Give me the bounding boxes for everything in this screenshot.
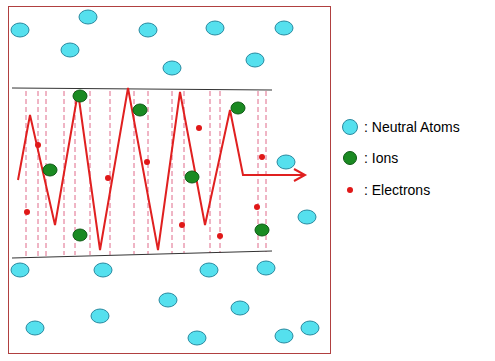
legend-label: : Electrons xyxy=(364,182,430,198)
frame xyxy=(9,7,331,354)
legend-label: : Ions xyxy=(364,150,398,166)
legend-swatch xyxy=(343,151,357,165)
neutral-atoms xyxy=(11,10,319,345)
dashed-lines xyxy=(26,91,266,256)
zigzag-path xyxy=(18,88,303,250)
channel-wall xyxy=(12,88,272,90)
electrons xyxy=(24,125,265,239)
legend-swatch xyxy=(342,119,358,135)
legend-label: : Neutral Atoms xyxy=(364,119,460,135)
arrow-head xyxy=(294,169,305,181)
ions xyxy=(43,90,269,241)
channel-wall xyxy=(12,251,272,258)
legend-swatch xyxy=(347,187,353,193)
